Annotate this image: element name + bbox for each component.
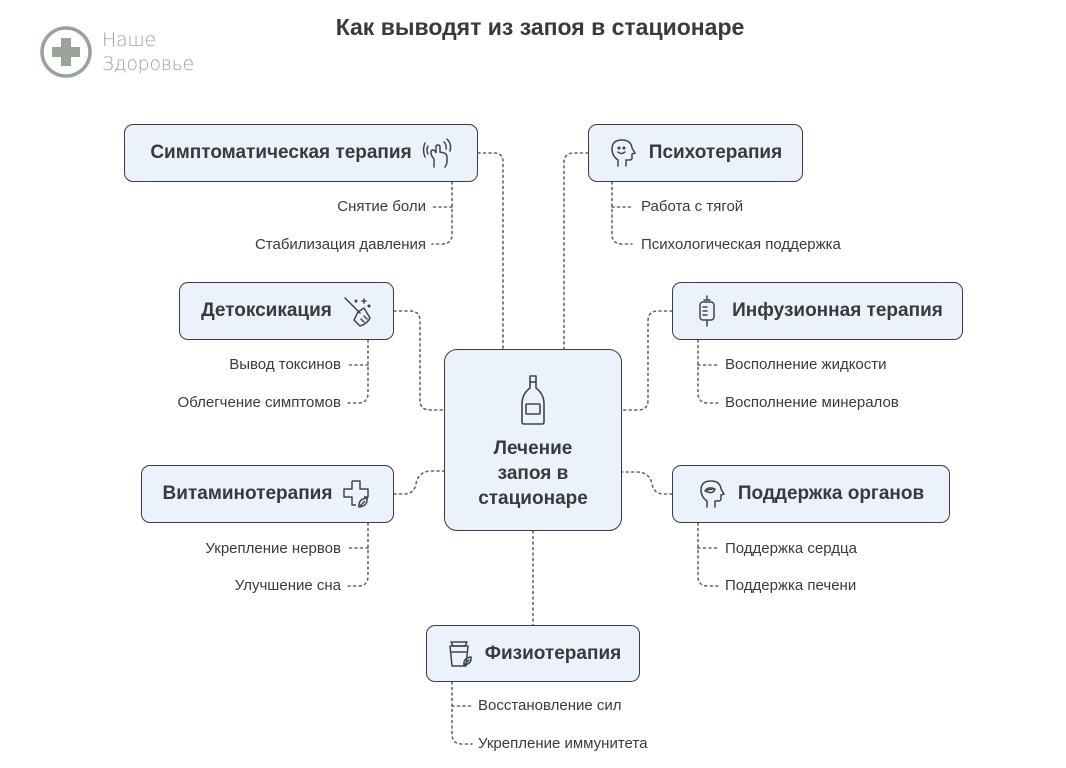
logo-text-line2: Здоровье: [102, 53, 194, 75]
broom-sparkle-icon: [344, 297, 371, 327]
medical-cross-logo-icon: [40, 26, 92, 78]
page-title: Как выводят из запоя в стационаре: [335, 14, 745, 40]
node-organ-support: Поддержка органов: [672, 465, 950, 523]
head-organ-icon: [700, 480, 725, 508]
node-vitamin-therapy: Витаминотерапия: [141, 465, 394, 523]
node-infusion-therapy: Инфузионная терапия: [672, 282, 963, 340]
node-label: Витаминотерапия: [162, 483, 333, 504]
node-symptomatic-therapy: Симптоматическая терапия: [124, 124, 478, 182]
leaf-liver-support: Поддержка печени: [725, 577, 857, 594]
node-detox: Детоксикация: [179, 282, 394, 340]
center-node: Лечение запоя в стационаре: [444, 349, 622, 531]
logo-text-line1: Наше: [102, 29, 156, 51]
spa-jar-icon: [449, 640, 472, 667]
leaf-symptom-relief: Облегчение симптомов: [177, 394, 341, 411]
leaf-sleep-improve: Улучшение сна: [234, 577, 341, 594]
logo: Наше Здоровье: [40, 26, 220, 82]
leaf-heart-support: Поддержка сердца: [725, 540, 857, 557]
node-label: Инфузионная терапия: [732, 300, 943, 321]
node-label: Поддержка органов: [737, 483, 925, 504]
leaf-nerve-strength: Укрепление нервов: [205, 540, 341, 557]
leaf-blood-pressure: Стабилизация давления: [254, 236, 426, 253]
node-label: Физиотерапия: [484, 642, 622, 664]
bottle-icon: [521, 375, 545, 425]
node-label: Детоксикация: [201, 300, 332, 321]
node-label: Психотерапия: [648, 142, 783, 163]
leaf-pain-relief: Снятие боли: [337, 198, 426, 215]
head-smile-icon: [611, 139, 636, 167]
leaf-cravings-work: Работа с тягой: [641, 198, 744, 215]
leaf-toxin-removal: Вывод токсинов: [229, 356, 341, 373]
medical-cross-leaf-icon: [343, 480, 370, 508]
node-psychotherapy: Психотерапия: [588, 124, 803, 182]
leaf-strength-restore: Восстановление сил: [478, 697, 622, 714]
leaf-immunity-boost: Укрепление иммунитета: [478, 735, 648, 752]
leaf-psych-support: Психологическая поддержка: [641, 236, 841, 253]
node-physiotherapy: Физиотерапия: [426, 625, 640, 682]
iv-bag-icon: [699, 295, 715, 327]
hand-waves-icon: [422, 138, 451, 168]
center-label: Лечение запоя в стационаре: [478, 438, 588, 509]
node-label: Симптоматическая терапия: [150, 142, 412, 163]
leaf-fluid-replenish: Восполнение жидкости: [725, 356, 887, 373]
leaf-mineral-replenish: Восполнение минералов: [725, 394, 899, 411]
